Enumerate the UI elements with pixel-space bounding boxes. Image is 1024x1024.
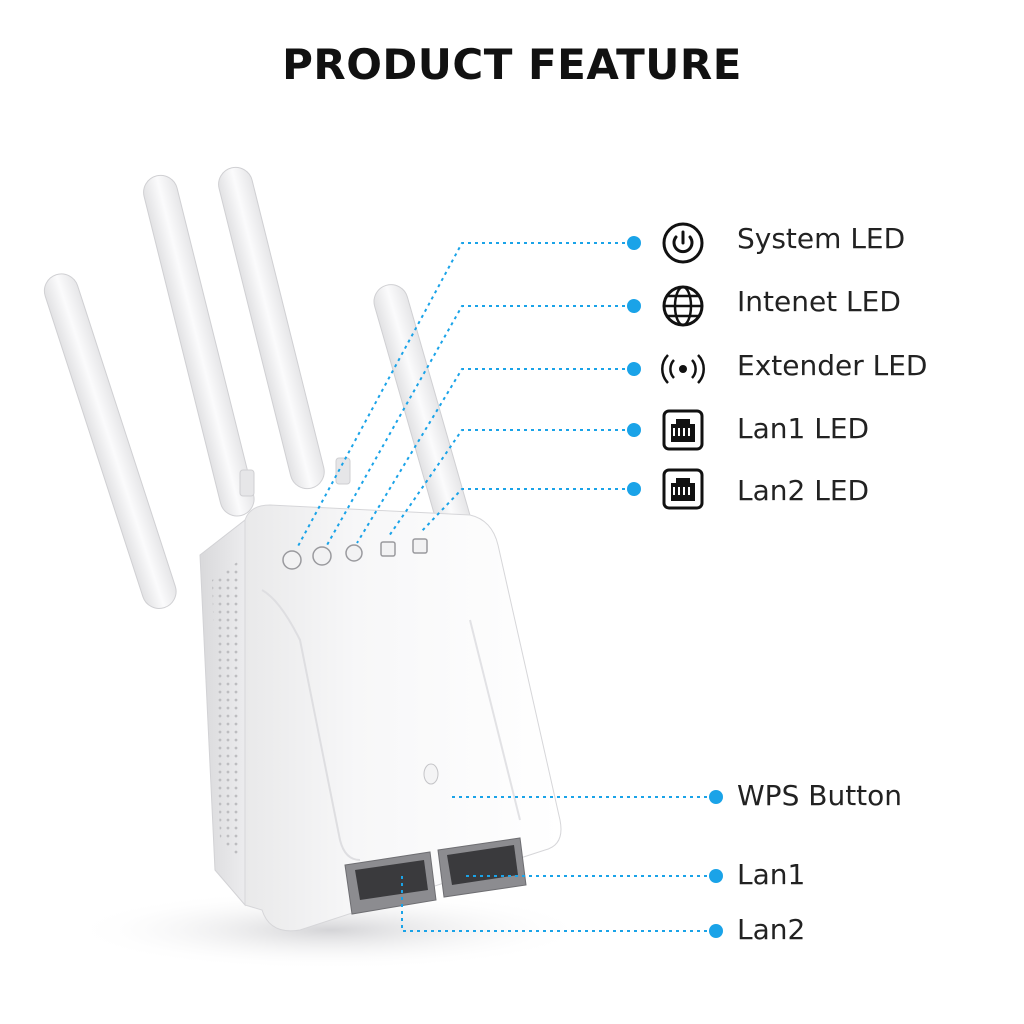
label-lan1: Lan1: [737, 858, 806, 891]
label-lan1-led: Lan1 LED: [737, 412, 870, 445]
signal-icon: [661, 354, 705, 384]
page-title: PRODUCT FEATURE: [282, 40, 742, 89]
label-wps-button: WPS Button: [737, 779, 903, 812]
callout-dots: [627, 236, 723, 938]
antenna-3: [218, 166, 351, 490]
callout-leaders: [296, 242, 714, 932]
antenna-2: [143, 174, 255, 517]
label-internet-led: Intenet LED: [737, 285, 901, 318]
antenna-1: [43, 273, 177, 609]
label-system-led: System LED: [737, 222, 906, 255]
globe-icon: [662, 285, 704, 327]
led-indicators: [282, 538, 428, 570]
lan-ports: [344, 837, 527, 915]
power-icon: [662, 222, 704, 264]
label-lan2-led: Lan2 LED: [737, 474, 870, 507]
label-extender-led: Extender LED: [737, 349, 928, 382]
wps-button-shape: [423, 763, 439, 785]
ethernet-port-icon: [662, 468, 704, 510]
label-lan2: Lan2: [737, 913, 806, 946]
ethernet-port-icon: [662, 409, 704, 451]
